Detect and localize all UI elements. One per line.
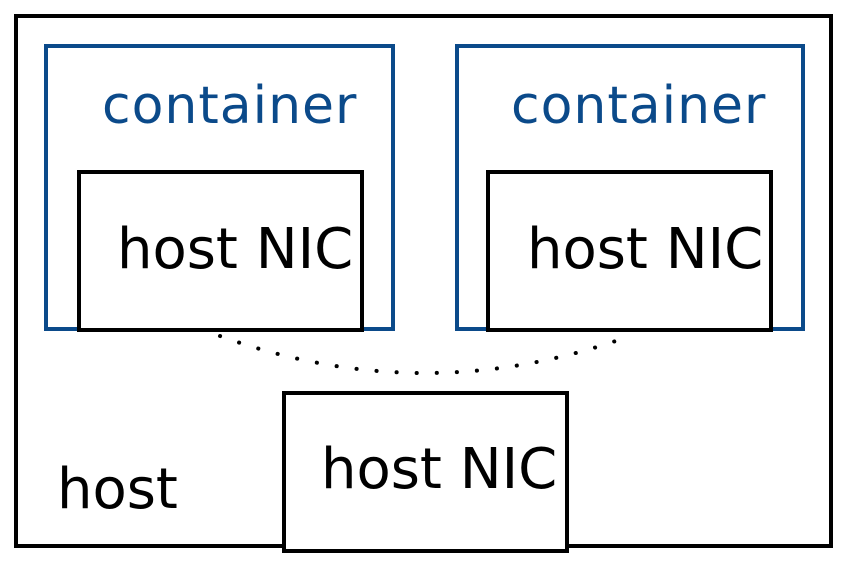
container-nic-label-right: host NIC [527,217,764,282]
dotted-connector-line [218,334,632,375]
container-label-left: container [102,76,358,136]
container-label-right: container [511,76,767,136]
container-nic-box-right [486,170,773,332]
container-nic-box-left [77,170,364,332]
host-nic-box [282,391,569,553]
host-nic-label: host NIC [321,437,558,502]
host-label: host [57,457,178,522]
container-nic-label-left: host NIC [117,217,354,282]
